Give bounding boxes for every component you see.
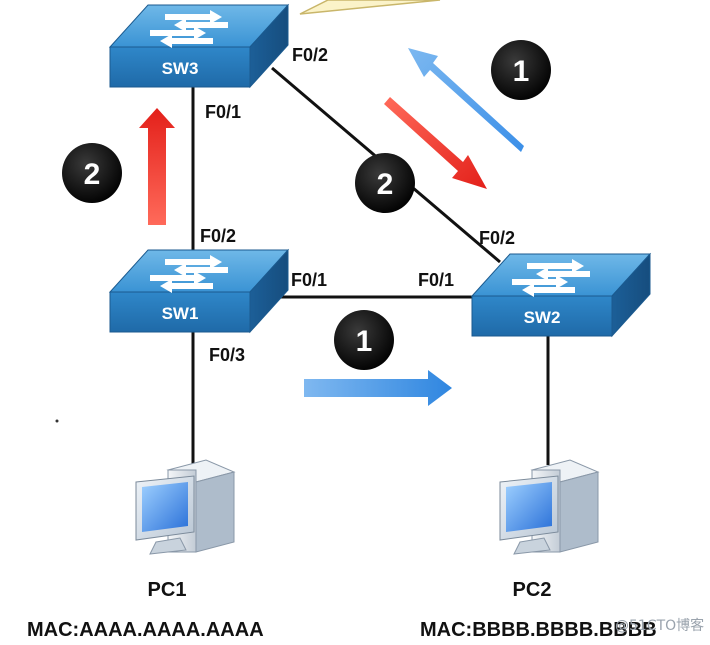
step-badge-middle-number: 2 bbox=[377, 168, 394, 201]
switch-sw1: SW1 bbox=[108, 248, 290, 334]
callout-fragment bbox=[299, 0, 441, 15]
pc2-computer-icon bbox=[499, 459, 600, 555]
switch-sw2: SW2 bbox=[470, 252, 652, 338]
blue-diagonal-arrow bbox=[408, 48, 524, 152]
pc2-label: PC2 bbox=[513, 579, 552, 601]
step-badge-bottom: 1 bbox=[334, 310, 394, 370]
switch-label-sw3: SW3 bbox=[162, 59, 199, 78]
step-badge-bottom-number: 1 bbox=[356, 325, 373, 358]
switch-label-sw2: SW2 bbox=[524, 308, 561, 327]
port-label-sw2-f01: F0/1 bbox=[418, 270, 454, 290]
switch-label-sw1: SW1 bbox=[162, 304, 199, 323]
red-diagonal-arrow bbox=[384, 97, 487, 189]
step-badge-left-number: 2 bbox=[84, 158, 101, 191]
switch-arrows-icon bbox=[512, 259, 590, 297]
switch-arrows-icon bbox=[150, 10, 228, 48]
port-label-sw2-f02: F0/2 bbox=[479, 228, 515, 248]
watermark: @51CTO博客 bbox=[615, 617, 704, 634]
step-badge-middle: 2 bbox=[355, 153, 415, 213]
pc1-label: PC1 bbox=[148, 579, 187, 601]
pc2-mac-address: MAC:BBBB.BBBB.BBBB bbox=[420, 619, 657, 641]
step-badge-top-right: 1 bbox=[491, 40, 551, 100]
port-label-sw1-f02: F0/2 bbox=[200, 226, 236, 246]
red-up-arrow bbox=[139, 108, 175, 225]
blue-right-arrow bbox=[304, 370, 452, 406]
step-badge-left: 2 bbox=[62, 143, 122, 203]
port-label-sw1-f03: F0/3 bbox=[209, 345, 245, 365]
port-label-sw3-f02: F0/2 bbox=[292, 45, 328, 65]
pc1-computer-icon bbox=[135, 459, 236, 555]
port-label-sw3-f01: F0/1 bbox=[205, 102, 241, 122]
stray-dot bbox=[55, 419, 59, 423]
pc1-mac-address: MAC:AAAA.AAAA.AAAA bbox=[27, 619, 264, 641]
port-label-sw1-f01: F0/1 bbox=[291, 270, 327, 290]
switch-arrows-icon bbox=[150, 255, 228, 293]
step-badge-top-right-number: 1 bbox=[513, 55, 530, 88]
switch-sw3: SW3 bbox=[108, 3, 290, 89]
